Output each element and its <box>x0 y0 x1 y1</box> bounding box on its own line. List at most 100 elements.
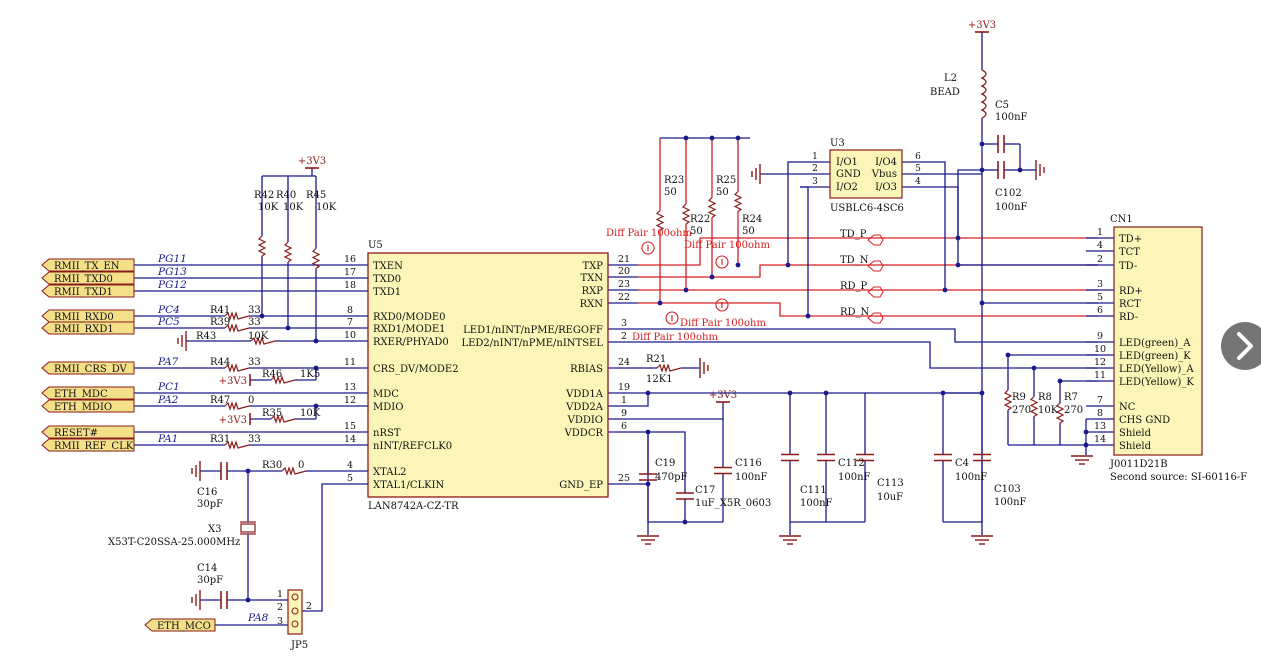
u5-pin-num: 18 <box>344 280 356 291</box>
cap-val: 100nF <box>995 202 1028 213</box>
r41 <box>224 311 250 321</box>
cap-ref: C112 <box>838 458 865 469</box>
net-name: PG11 <box>157 253 187 265</box>
port-label: RMII_TXD0 <box>54 274 113 285</box>
res-ref: R22 <box>690 214 710 225</box>
u3-io4 <box>935 161 946 290</box>
cn1-pin-num: 7 <box>1097 395 1103 406</box>
port-label-flag <box>41 271 135 285</box>
u5-pin-name: LED2/nINT/nPME/nINTSEL <box>461 338 603 349</box>
diff-net-label: TD_P <box>840 229 867 240</box>
tct-link <box>957 169 982 265</box>
u5-pin-num: 6 <box>621 421 627 432</box>
next-slide-button[interactable] <box>1221 322 1261 370</box>
junction-dot <box>787 390 793 396</box>
port-label-flag <box>41 425 135 439</box>
u5-pin-name: RXN <box>580 299 604 310</box>
jumper-pin-num: 3 <box>277 616 283 627</box>
u5-pin-num: 11 <box>344 357 356 368</box>
junction-dot <box>645 481 651 487</box>
u3-pin-name: I/O1 <box>836 157 858 168</box>
u3-pin-num: 4 <box>915 177 921 187</box>
diff-net-label-arrow <box>867 286 884 298</box>
cn1-ref: CN1 <box>1110 214 1133 225</box>
jumper-pin-num: 2 <box>277 602 283 613</box>
test-point-icon <box>641 241 655 255</box>
parts <box>41 31 1203 635</box>
u5-pin-name: TXP <box>582 261 603 272</box>
cn1-pin-name: RD+ <box>1119 286 1143 297</box>
cn1-pin-name: Shield <box>1119 441 1152 452</box>
res-ref: R44 <box>210 357 230 368</box>
cn1-pin-name: CHS GND <box>1119 415 1170 426</box>
cn1-pin-name: LED(green)_K <box>1119 351 1191 362</box>
junction-dot <box>645 429 651 435</box>
junction-dot <box>805 313 811 319</box>
junction-dot <box>785 262 791 268</box>
u5-pin-name: RXP <box>582 286 604 297</box>
u3-part: USBLC6-4SC6 <box>830 203 904 214</box>
rd-n-line <box>638 302 1098 317</box>
u5-pin-num: 19 <box>618 382 630 393</box>
res-val: 1K5 <box>300 369 320 380</box>
res-val: 33 <box>248 357 261 368</box>
port-label: RMII_RXD1 <box>54 324 114 335</box>
junction-dot <box>942 287 948 293</box>
junction-dot <box>979 300 985 306</box>
u5-pin-num: 5 <box>347 473 353 484</box>
r43 <box>250 336 276 346</box>
vddio-power: +3V3 <box>709 390 737 401</box>
power-label: +3V3 <box>219 415 247 426</box>
port-label: RMII_TXD1 <box>54 287 113 298</box>
net-name: PC5 <box>157 316 180 328</box>
net-name: PG13 <box>157 266 187 278</box>
net-name: PA1 <box>157 433 178 445</box>
u3-pin-name: GND <box>836 169 861 180</box>
cn1-part: J0011D21B <box>1109 459 1168 470</box>
cap-ref: C5 <box>995 100 1009 111</box>
junction-dot <box>313 365 319 371</box>
res-ref: R23 <box>664 175 684 186</box>
bead-power: +3V3 <box>968 20 996 31</box>
cap-val: 30pF <box>197 575 223 586</box>
test-point-icon <box>715 298 729 312</box>
jumper-pin <box>291 620 299 628</box>
cn1-pin-num: 6 <box>1097 305 1103 316</box>
junction-dot <box>735 262 741 268</box>
port-label: ETH_MDC <box>54 389 108 400</box>
jumper-body <box>287 589 303 635</box>
wires <box>134 32 1114 626</box>
res-ref: R8 <box>1038 392 1052 403</box>
jumper-ref: JP5 <box>290 640 308 651</box>
cap-ref: C103 <box>994 484 1021 495</box>
u5-pin-name: MDC <box>373 389 399 400</box>
u5-ref: U5 <box>368 240 383 251</box>
u5-pin-num: 22 <box>618 292 630 303</box>
u5-pin-name: VDDIO <box>567 415 603 426</box>
res-ref: R25 <box>716 175 736 186</box>
u3-pin-name: I/O2 <box>836 182 858 193</box>
u5-pin-num: 8 <box>347 305 353 316</box>
crystal-ref: X3 <box>208 524 221 535</box>
junction-dot <box>683 287 689 293</box>
junction-dot <box>313 403 319 409</box>
u3-pin-num: 6 <box>915 152 921 162</box>
r44 <box>224 363 250 373</box>
port-label-flag <box>41 321 135 335</box>
r8 <box>1029 396 1039 417</box>
cn1-pin-name: LED(Yellow)_A <box>1119 364 1194 375</box>
jumper-pin <box>291 607 299 615</box>
u5-pin-num: 17 <box>344 267 356 278</box>
u5-pin-name: MDIO <box>373 402 403 413</box>
port-label: RMII_REF_CLK <box>54 441 134 452</box>
cn1-pin-name: Shield <box>1119 428 1152 439</box>
junction-dot <box>657 300 663 306</box>
cap-ref: C16 <box>197 487 217 498</box>
u3-pin-num: 5 <box>915 164 921 174</box>
junction-dot <box>955 262 961 268</box>
cap-ref: C111 <box>800 485 827 496</box>
r35 <box>270 414 296 424</box>
u5-pin-num: 10 <box>344 330 356 341</box>
u5-pin-num: 21 <box>618 254 630 265</box>
u3-pin-num: 2 <box>812 164 818 174</box>
